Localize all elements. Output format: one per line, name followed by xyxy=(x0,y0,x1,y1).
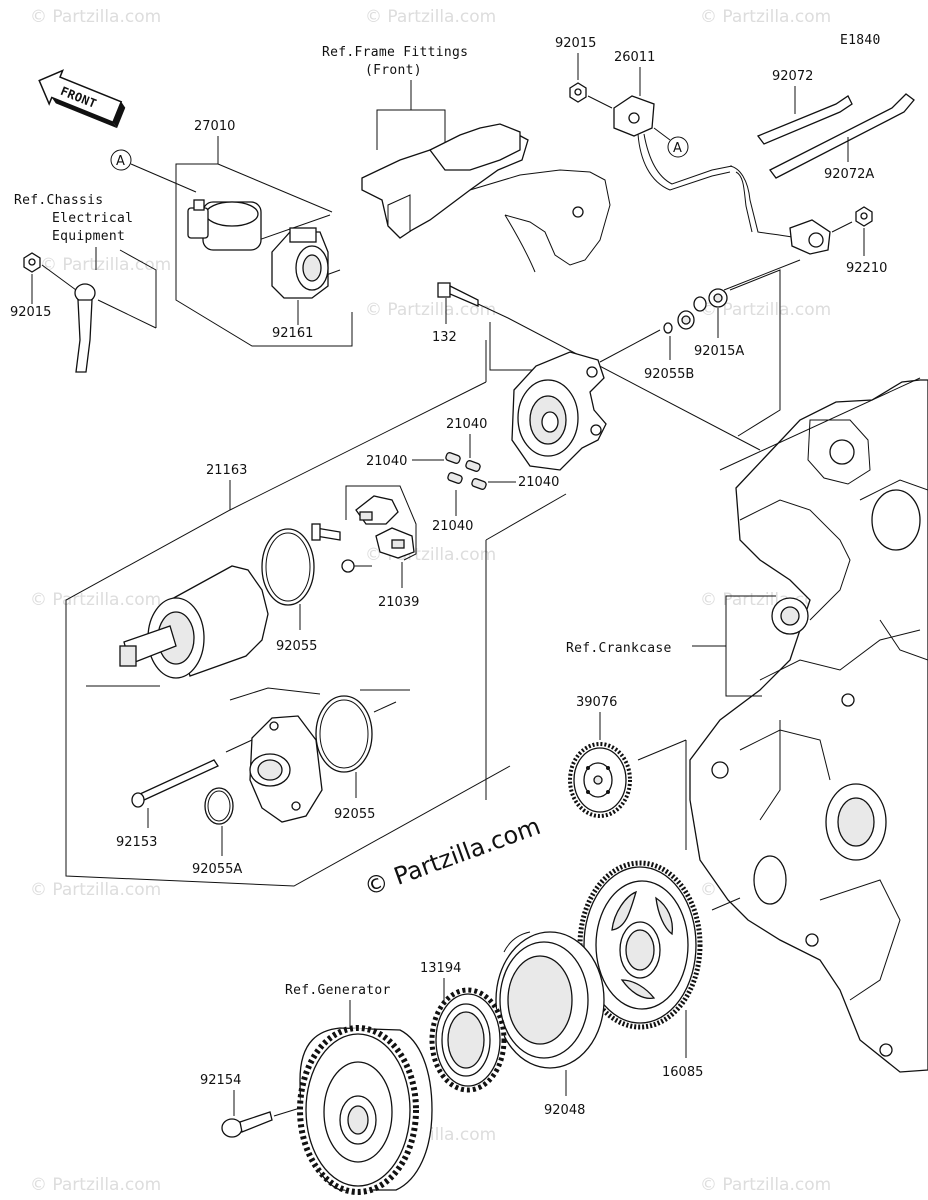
front-arrow-icon: FRONT xyxy=(38,69,126,129)
nut-92015-top[interactable] xyxy=(569,82,587,103)
brush-springs-21040[interactable] xyxy=(445,452,487,490)
brush-screw[interactable] xyxy=(311,523,341,541)
part-number-label[interactable]: 92072 xyxy=(772,69,813,84)
starter-cable-terminal xyxy=(723,219,831,291)
bolt-92154[interactable] xyxy=(221,1111,273,1138)
part-number-label[interactable]: 92055 xyxy=(276,639,317,654)
part-number-label[interactable]: 21040 xyxy=(446,417,487,432)
generator-rotor-reference xyxy=(297,1025,433,1195)
cable-tie-92072[interactable] xyxy=(756,95,853,145)
callout-letter: A xyxy=(116,154,125,169)
part-number-label[interactable]: 21040 xyxy=(366,454,407,469)
part-number-label[interactable]: 26011 xyxy=(614,50,655,65)
oring-92055-lower[interactable] xyxy=(315,695,373,773)
part-number-label[interactable]: 92055A xyxy=(192,862,242,877)
ref-frame-fittings-label: Ref.Frame Fittings xyxy=(322,45,468,60)
watermark: © Partzilla.com xyxy=(30,1175,161,1195)
watermark: © Partzilla.com xyxy=(40,255,171,275)
nut-92015a[interactable] xyxy=(708,288,728,308)
part-number-label[interactable]: 21039 xyxy=(378,595,419,610)
crankcase-reference xyxy=(689,379,928,1073)
part-number-label[interactable]: 132 xyxy=(432,330,457,345)
bolt-132[interactable] xyxy=(437,282,479,307)
part-number-label[interactable]: 92153 xyxy=(116,835,157,850)
part-number-label[interactable]: 92072A xyxy=(824,167,874,182)
bearing-92048[interactable] xyxy=(495,931,605,1069)
part-number-label[interactable]: 21040 xyxy=(518,475,559,490)
washer-92055b-collar[interactable] xyxy=(677,310,695,330)
washer-92015a[interactable] xyxy=(693,296,707,312)
watermark: © Partzilla.com xyxy=(30,880,161,900)
watermark: © Partzilla.com xyxy=(365,300,496,320)
callout-a-marker: A xyxy=(110,149,197,193)
part-number-label[interactable]: 21163 xyxy=(206,463,247,478)
through-bolt-92153[interactable] xyxy=(131,759,219,808)
watermark: © Partzilla.com xyxy=(30,590,161,610)
watermark: © Partzilla.com xyxy=(700,300,831,320)
starter-end-bracket[interactable] xyxy=(511,351,607,471)
part-number-label[interactable]: 92210 xyxy=(846,261,887,276)
part-number-label[interactable]: 92015 xyxy=(555,36,596,51)
cable-clamp-26011[interactable] xyxy=(613,95,809,241)
watermark: © Partzilla.com xyxy=(365,7,496,27)
cable-tie-92072a[interactable] xyxy=(769,93,915,179)
part-number-label[interactable]: 92161 xyxy=(272,326,313,341)
ref-crankcase-label: Ref.Crankcase xyxy=(566,641,672,656)
starter-ring-gear-16085[interactable] xyxy=(577,860,703,1030)
ref-frame-fittings-sub: (Front) xyxy=(365,63,422,78)
callout-letter: A xyxy=(673,141,682,156)
nut-92015-left[interactable] xyxy=(23,252,41,273)
part-number-label[interactable]: 92015A xyxy=(694,344,744,359)
ref-chassis-label: Ref.Chassis xyxy=(14,193,103,208)
starter-front-cover[interactable] xyxy=(249,715,323,823)
part-number-label[interactable]: 39076 xyxy=(576,695,617,710)
part-number-label[interactable]: 92055 xyxy=(334,807,375,822)
oring-92055-upper[interactable] xyxy=(261,528,315,606)
watermark: © Partzilla.com xyxy=(700,7,831,27)
part-number-label[interactable]: 92015 xyxy=(10,305,51,320)
oring-92055a[interactable] xyxy=(204,787,234,825)
part-number-label[interactable]: 92048 xyxy=(544,1103,585,1118)
part-number-label[interactable]: 13194 xyxy=(420,961,461,976)
ref-generator-label: Ref.Generator xyxy=(285,983,391,998)
one-way-clutch-13194[interactable] xyxy=(429,987,507,1093)
starter-idler-gear-39076[interactable] xyxy=(568,742,632,818)
ref-chassis-sub: Equipment xyxy=(52,229,125,244)
watermark: © Partzilla.com xyxy=(700,1175,831,1195)
frame-fitting-bracket xyxy=(361,123,611,273)
starter-relay[interactable] xyxy=(187,199,262,251)
diagram-code: E1840 xyxy=(840,33,881,48)
brush-holder-21039[interactable] xyxy=(355,495,415,559)
part-number-label[interactable]: 92055B xyxy=(644,367,694,382)
battery-cable-terminal xyxy=(74,249,157,373)
part-number-label[interactable]: 16085 xyxy=(662,1065,703,1080)
part-number-label[interactable]: 92154 xyxy=(200,1073,241,1088)
starter-motor-armature-yoke[interactable] xyxy=(119,565,269,679)
nut-92210[interactable] xyxy=(855,206,873,227)
ref-chassis-sub: Electrical xyxy=(52,211,133,226)
part-number-label[interactable]: 27010 xyxy=(194,119,235,134)
part-number-label[interactable]: 21040 xyxy=(432,519,473,534)
center-watermark: © Partzilla.com xyxy=(360,812,544,902)
relay-rubber-boot[interactable] xyxy=(271,227,329,299)
watermark: © Partzilla.com xyxy=(30,7,161,27)
brush-screw-small[interactable] xyxy=(341,559,372,573)
oring-92055b[interactable] xyxy=(663,322,673,334)
